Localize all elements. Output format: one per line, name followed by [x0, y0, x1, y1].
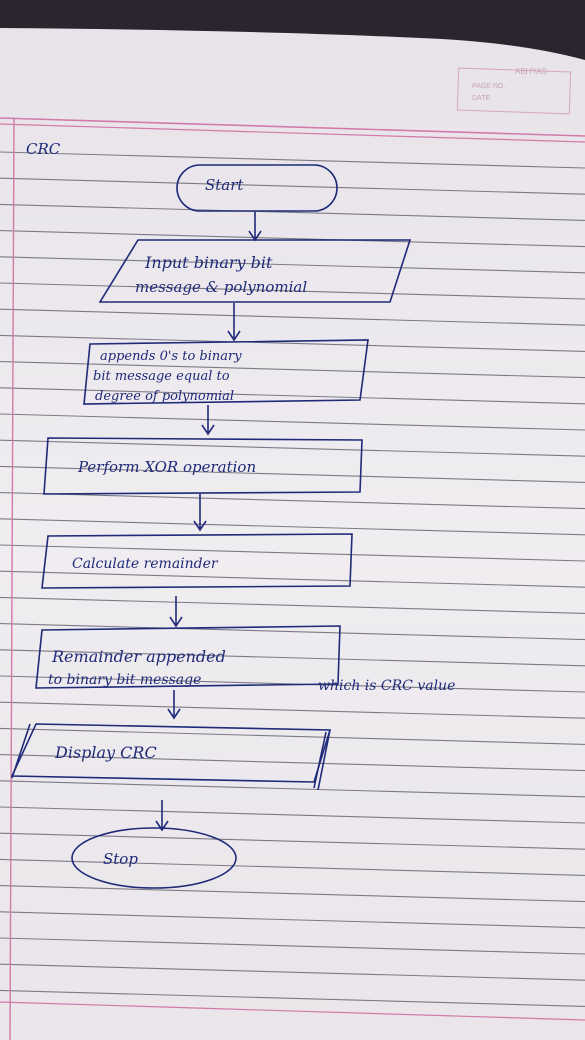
ruled-line — [0, 570, 585, 588]
display-box-overstroke — [11, 723, 331, 791]
ruled-line — [0, 937, 585, 955]
page-header-box: ABHYAS PAGE NO. DATE — [456, 67, 572, 115]
input-label-line-2: message & polynomial — [135, 278, 307, 296]
arrow-7 — [155, 800, 169, 832]
ruled-line — [0, 885, 585, 903]
ruled-line — [0, 858, 585, 876]
arrow-3 — [201, 405, 215, 436]
ruled-line — [0, 806, 585, 824]
ruled-line — [0, 727, 585, 745]
remainder-box — [41, 533, 353, 589]
ruled-line — [0, 465, 585, 483]
ruled-line — [0, 623, 585, 641]
ruled-line — [0, 963, 585, 981]
append-remainder-box — [35, 625, 341, 689]
append-zeros-label-line-1: appends 0's to binary — [100, 349, 242, 364]
display-box — [10, 723, 332, 783]
ruled-line — [0, 256, 585, 274]
ruled-line — [0, 596, 585, 614]
arrow-5 — [169, 596, 183, 628]
input-label-line-1: Input binary bit — [144, 253, 273, 272]
input-box — [98, 239, 412, 303]
page-no-label: PAGE NO. — [472, 83, 505, 90]
xor-label: Perform XOR operation — [77, 458, 256, 476]
start-terminal — [176, 164, 338, 212]
ruled-line — [0, 361, 585, 379]
append-zeros-label-line-2: bit message equal to — [93, 369, 230, 384]
ruled-lines — [0, 151, 585, 1007]
xor-box — [43, 437, 363, 495]
ruled-line — [0, 492, 585, 510]
ruled-line — [0, 544, 585, 562]
append-zeros-box — [83, 339, 369, 405]
append-zeros-label-line-3: degree of polynomial — [95, 389, 234, 404]
ruled-line — [0, 230, 585, 248]
ruled-line — [0, 387, 585, 405]
ruled-line — [0, 334, 585, 352]
ruled-line — [0, 911, 585, 929]
ruled-line — [0, 308, 585, 326]
start-label: Start — [205, 176, 244, 194]
flowchart — [10, 164, 412, 889]
ruled-line — [0, 203, 585, 221]
ruled-line — [0, 177, 585, 195]
stop-label: Stop — [103, 850, 138, 868]
ruled-line — [0, 151, 585, 169]
margin-lines — [0, 117, 585, 1040]
ruled-line — [0, 649, 585, 667]
date-label: DATE — [472, 95, 490, 102]
ruled-line — [0, 439, 585, 457]
ruled-line — [0, 989, 585, 1007]
ruled-line — [0, 780, 585, 798]
arrow-2 — [227, 303, 241, 342]
arrow-6 — [167, 690, 181, 720]
brand-label: ABHYAS — [515, 67, 547, 76]
ruled-line — [0, 282, 585, 300]
ruled-line — [0, 518, 585, 536]
append-remainder-label-line-2: to binary bit message — [48, 672, 201, 688]
stop-terminal — [71, 827, 237, 889]
remainder-label: Calculate remainder — [72, 556, 219, 572]
arrow-4 — [193, 494, 207, 532]
append-remainder-side-note: which is CRC value — [318, 678, 455, 694]
ruled-line — [0, 754, 585, 772]
display-label: Display CRC — [54, 743, 157, 762]
ruled-line — [0, 701, 585, 719]
ruled-line — [0, 413, 585, 431]
page-title: CRC — [26, 140, 61, 158]
append-remainder-label-line-1: Remainder appended — [51, 647, 226, 666]
